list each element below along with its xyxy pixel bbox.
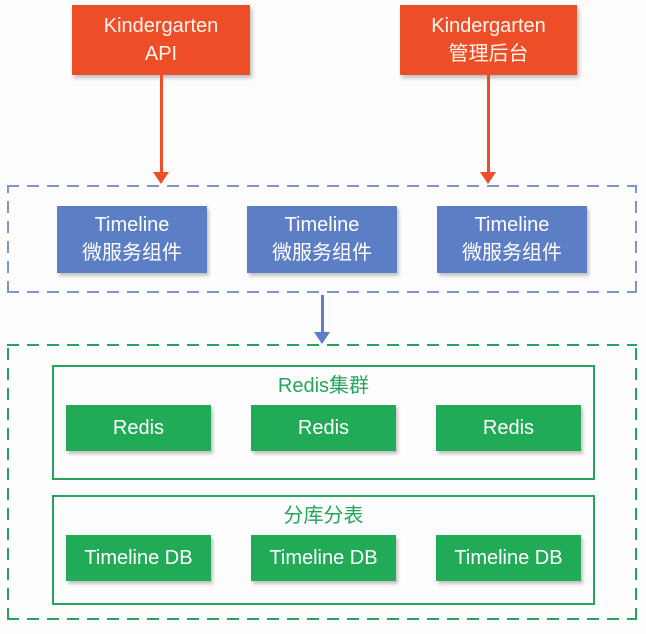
timeline-db-box-1: Timeline DB: [66, 535, 211, 581]
storage-layer-container: Redis集群 Redis Redis Redis 分库分表 Timeline …: [7, 344, 637, 620]
arrow-admin-to-services-icon: [479, 75, 497, 184]
service-box-label-line: Timeline: [474, 214, 550, 236]
source-box-label-line: Kindergarten: [103, 15, 219, 37]
service-box-label-line: 微服务组件: [82, 242, 182, 264]
arrow-head-icon: [314, 332, 330, 344]
service-box-timeline-2: Timeline 微服务组件: [247, 205, 397, 273]
source-box-label-line: API: [144, 43, 178, 65]
timeline-db-box-2: Timeline DB: [251, 535, 396, 581]
arrow-shaft: [159, 75, 163, 172]
source-box-kindergarten-admin: Kindergarten 管理后台: [400, 5, 577, 75]
redis-cluster-group: Redis集群 Redis Redis Redis: [52, 365, 595, 480]
arrow-head-icon: [153, 172, 169, 184]
service-box-label-line: 微服务组件: [272, 242, 372, 264]
source-box-label-line: 管理后台: [448, 43, 529, 65]
service-box-timeline-1: Timeline 微服务组件: [57, 205, 207, 273]
arrow-head-icon: [480, 172, 496, 184]
service-box-label-line: Timeline: [94, 214, 170, 236]
sharded-db-group: 分库分表 Timeline DB Timeline DB Timeline DB: [52, 495, 595, 605]
redis-box-2: Redis: [251, 405, 396, 451]
source-box-label-line: Kindergarten: [431, 15, 546, 37]
redis-box-1: Redis: [66, 405, 211, 451]
redis-box-3: Redis: [436, 405, 581, 451]
arrow-api-to-services-icon: [152, 75, 170, 184]
arrow-shaft: [486, 75, 490, 172]
service-box-label-line: 微服务组件: [462, 242, 562, 264]
service-box-label-line: Timeline: [284, 214, 360, 236]
timeline-db-box-3: Timeline DB: [436, 535, 581, 581]
arrow-shaft: [320, 295, 324, 332]
db-box-row: Timeline DB Timeline DB Timeline DB: [54, 535, 593, 581]
service-box-timeline-3: Timeline 微服务组件: [437, 205, 587, 273]
source-box-kindergarten-api: Kindergarten API: [72, 5, 250, 75]
service-layer-container: Timeline 微服务组件 Timeline 微服务组件 Timeline 微…: [7, 185, 637, 293]
redis-cluster-title: Redis集群: [277, 375, 370, 397]
redis-box-row: Redis Redis Redis: [54, 405, 593, 451]
sharded-db-title: 分库分表: [283, 505, 364, 527]
arrow-services-to-storage-icon: [313, 295, 331, 344]
